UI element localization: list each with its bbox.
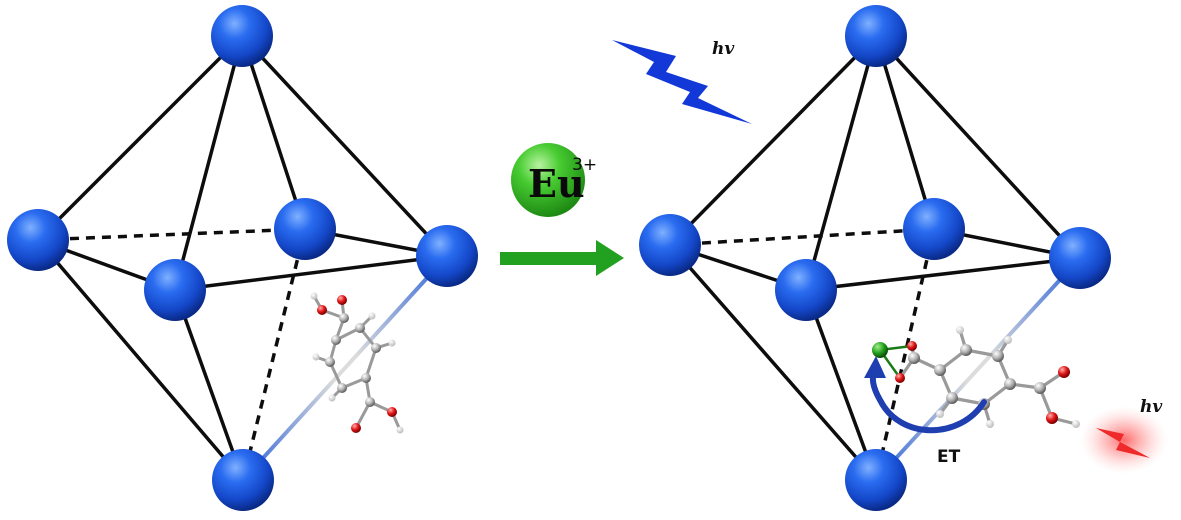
energy-transfer-arrow	[864, 356, 987, 434]
node-right	[1049, 227, 1111, 289]
node-right	[416, 225, 478, 287]
node-top	[845, 5, 907, 67]
octahedron-edges	[668, 34, 1082, 482]
terephthalate-eu-complex	[872, 326, 1080, 428]
terephthalate-molecule	[310, 292, 404, 434]
europium-atom	[872, 342, 888, 358]
node-front	[775, 259, 837, 321]
node-back	[274, 198, 336, 260]
node-left	[639, 214, 701, 276]
hidden-edges	[37, 227, 307, 481]
linker-bond	[874, 256, 1082, 482]
node-bottom	[212, 449, 274, 511]
hidden-edges	[669, 227, 936, 481]
emission-bolt-icon	[1096, 428, 1150, 458]
octahedron-before	[7, 5, 478, 511]
node-top	[211, 5, 273, 67]
europium-symbol: Eu	[528, 161, 585, 206]
energy-transfer-label: ET	[937, 447, 961, 467]
emission-label: hv	[1140, 397, 1163, 417]
linker-bond	[241, 254, 449, 482]
metal-nodes	[639, 5, 1111, 511]
europium-charge: 3+	[572, 155, 597, 175]
node-back	[903, 198, 965, 260]
reaction-arrow	[500, 240, 624, 276]
octahedron-edges	[36, 34, 449, 482]
europium-ion: Eu 3+	[511, 143, 597, 217]
node-left	[7, 209, 69, 271]
node-front	[144, 259, 206, 321]
metal-nodes	[7, 5, 478, 511]
octahedron-after	[639, 5, 1111, 511]
node-bottom	[845, 449, 907, 511]
excitation-label: hv	[712, 39, 735, 59]
excitation-bolt-icon	[612, 40, 752, 124]
